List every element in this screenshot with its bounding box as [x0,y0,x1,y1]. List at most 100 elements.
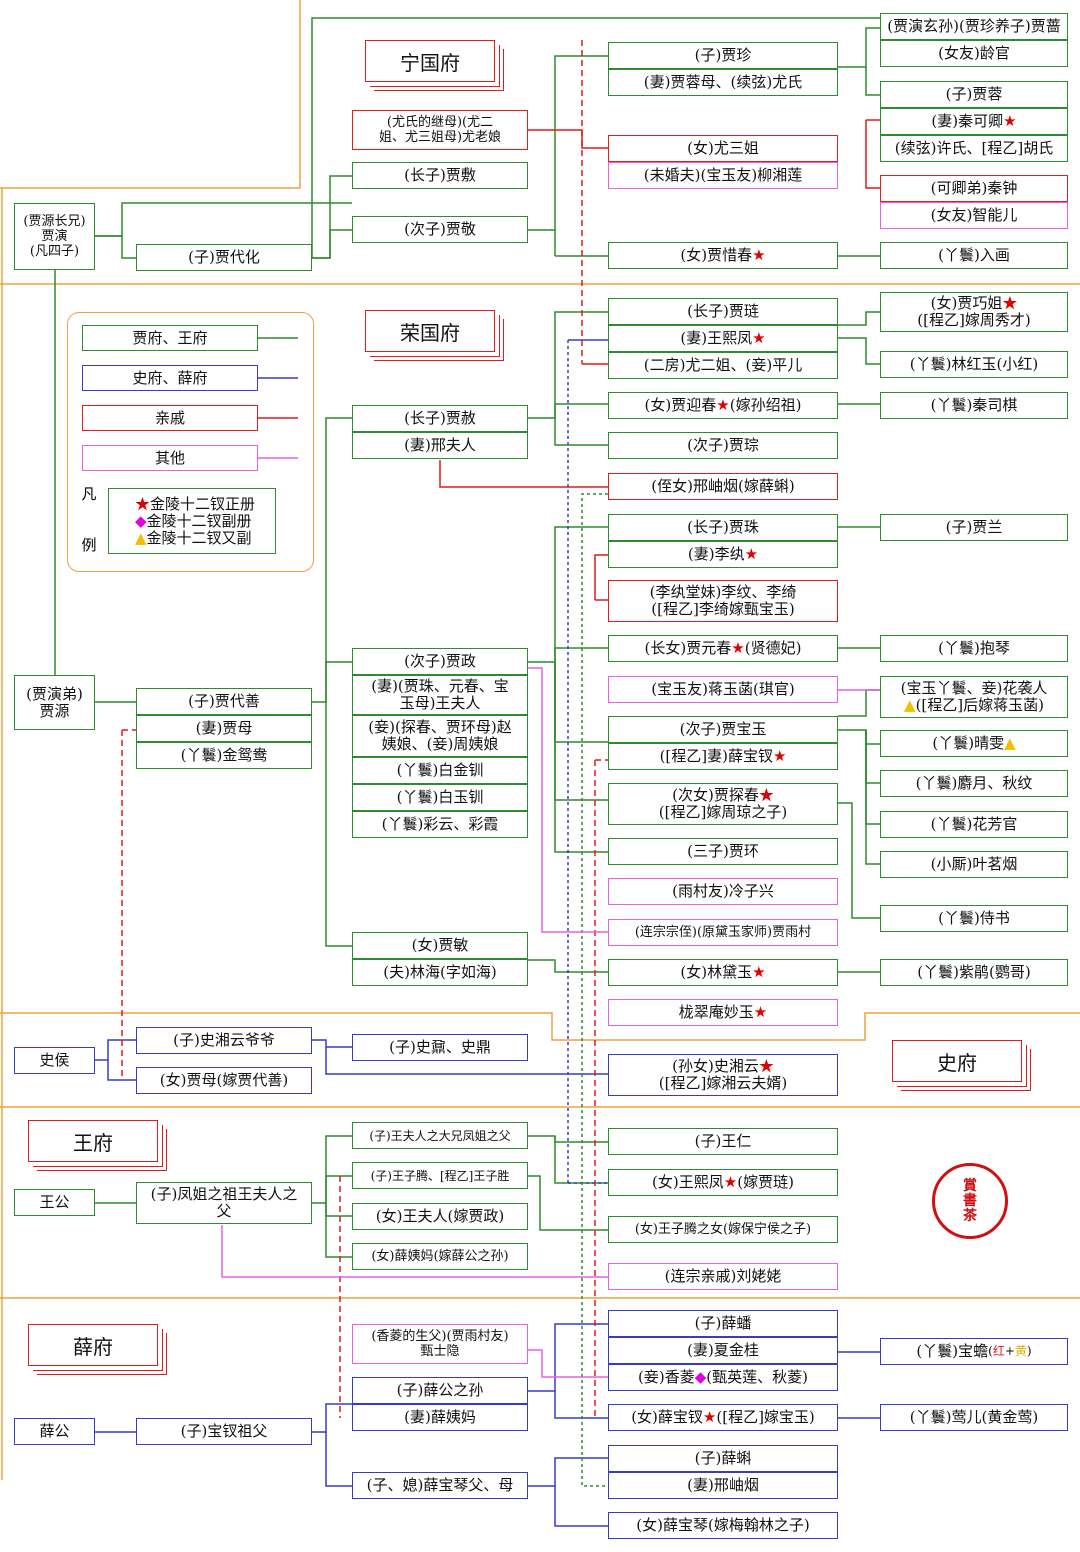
label: (女)贾惜春 [680,246,753,264]
node-shi-hou: 史侯 [14,1047,95,1074]
legend-diamond-row: ◆金陵十二钗副册 [135,511,252,530]
triangle-icon: ▲ [1004,734,1016,752]
node-qiaojie: (女)贾巧姐★([程乙]嫁周秀才) [880,292,1068,332]
node-xiangyun: (孙女)史湘云★([程乙]嫁湘云夫婿) [608,1054,838,1096]
node-jia-qiang: (贾演玄孙)(贾珍养子)贾蔷 [880,13,1068,40]
node-xue-ke: (子)薛蝌 [608,1445,838,1472]
node-wang-ziteng: (子)王子腾、[程乙]王子胜 [352,1162,528,1189]
node-shi-grandpa: (子)史湘云爷爷 [136,1027,312,1054]
node-jia-she: (长子)贾赦 [352,405,528,432]
label: (妻)李纨 [687,545,745,563]
tag-yellow: 黄 [1014,1344,1027,1358]
star-icon: ★ [752,329,766,347]
tanchun-line-1: (次女)贾探春★ [672,787,774,804]
node-jia-lan: (子)贾兰 [880,514,1068,541]
tag-open: ( [988,1344,993,1358]
green-dotted-lines [581,493,608,1487]
seal-stamp: 賞 書 茶 [932,1163,1008,1239]
diamond-icon: ◆ [694,1368,707,1386]
house-title-xue: 薛府 [28,1324,158,1366]
red-lines [121,40,880,1418]
legend-pink: 其他 [82,445,258,471]
house-title-shi: 史府 [892,1040,1022,1082]
node-wang-xifeng: (妻)王熙凤★ [608,325,838,352]
node-jia-daishan: (子)贾代善 [136,688,312,715]
star-icon: ★ [758,1057,774,1075]
label: (女)薛宝钗 [631,1408,703,1426]
node-xue-pan: (子)薛蟠 [608,1310,838,1337]
label: (女)贾迎春 [644,396,717,414]
qiaojie-line-1: (女)贾巧姐★ [931,295,1018,312]
node-wang-furen-2: (女)王夫人(嫁贾政) [352,1203,528,1230]
node-jia-zheng: (次子)贾政 [352,648,528,675]
node-xing-xiuyan-2: (妻)邢岫烟 [608,1472,838,1499]
legend-red: 亲戚 [82,405,258,431]
xiangyun-line-1: (孙女)史湘云★ [672,1058,774,1075]
legend-green: 贾府、王府 [82,325,258,351]
node-baochan: (丫鬟)宝蟾(红+黄) [880,1338,1068,1365]
xiren-line-2: ▲([程乙]后嫁蒋玉菡) [904,697,1044,714]
node-zhao-yiniang: (妾)(探春、贾环母)赵 姨娘、(妾)周姨娘 [352,715,528,757]
label: (长女)贾元春 [644,639,732,657]
node-fengjie-grand: (子)凤姐之祖王夫人之 父 [136,1182,312,1224]
node-xue-yima: (女)薛姨妈(嫁薛公之孙) [352,1243,528,1270]
node-yuanchun: (长女)贾元春★(贤德妃) [608,635,838,662]
node-miaoyu: 栊翠庵妙玉★ [608,999,838,1026]
house-title-rongguo: 荣国府 [365,310,495,352]
node-xue-yima-2: (妻)薛姨妈 [352,1404,528,1431]
node-xue-grandson: (子)薛公之孙 [352,1377,528,1404]
xiren-line-1: (宝玉丫鬟、妾)花袭人 [900,679,1048,697]
node-baoqin-maid: (丫鬟)抱琴 [880,635,1068,662]
node-ruhua: (丫鬟)入画 [880,242,1068,269]
pink-lines [221,667,880,1378]
node-zhen-shiyin: (香菱的生父)(贾雨村友) 甄士隐 [352,1324,528,1364]
node-baoyu: (次子)贾宝玉 [608,716,838,743]
node-liu-xianglian: (未婚夫)(宝玉友)柳湘莲 [608,162,838,189]
tanchun-line-2: ([程乙]嫁周琼之子) [658,803,788,821]
triangle-icon: ▲ [135,528,147,547]
node-jia-mu: (妻)贾母 [136,715,312,742]
star-icon: ★ [753,1003,768,1021]
node-jia-yan: (贾源长兄) 贾演 (凡四子) [14,203,95,270]
node-jiang-yuhan: (宝玉友)蒋玉菡(琪官) [608,676,838,703]
node-jinchuan: (丫鬟)白金钏 [352,757,528,784]
node-yuanyang: (丫鬟)金鸳鸯 [136,742,312,769]
node-fangguan: (丫鬟)花芳官 [880,811,1068,838]
label: (孙女)史湘云 [672,1057,759,1075]
node-wang-elder: (子)王夫人之大兄凤姐之父 [352,1122,528,1149]
node-xue-gong: 薛公 [14,1418,95,1445]
blue-lines [95,339,880,1527]
star-icon: ★ [744,545,759,563]
node-xia-jingui: (妻)夏金桂 [608,1337,838,1364]
star-icon: ★ [723,1173,738,1191]
node-hu-shi: (续弦)许氏、[程乙]胡氏 [880,135,1068,162]
label: (女)林黛玉 [680,963,753,981]
node-jia-huan: (三子)贾环 [608,838,838,865]
label: (丫鬟)晴雯 [932,734,1005,752]
legend-blue: 史府、薛府 [82,365,258,391]
node-pinger: (二房)尤二姐、(妾)平儿 [608,352,838,379]
label: 栊翠庵妙玉 [678,1003,754,1021]
star-icon: ★ [702,1408,717,1426]
node-jia-cong: (次子)贾琮 [608,432,838,459]
node-sheyue: (丫鬟)麝月、秋纹 [880,770,1068,797]
label: ([程乙]妻)薛宝钗 [659,747,773,765]
label-tail: (嫁孙绍祖) [729,396,802,414]
label-tail: (甄英莲、秋菱) [706,1368,808,1386]
node-wang-ren: (子)王仁 [608,1128,838,1155]
triangle-icon: ▲ [904,696,916,714]
star-icon: ★ [752,246,766,264]
label-tail: (贤德妃) [744,639,802,657]
legend-diamond-text: 金陵十二钗副册 [146,511,252,530]
baochan-tag: (红+黄) [988,1343,1031,1360]
star-icon: ★ [731,639,745,657]
label: (丫鬟)宝蟾 [916,1342,989,1360]
node-jia-daihua: (子)贾代化 [136,244,312,271]
legend-lines [258,337,298,459]
node-jia-lian: (长子)贾琏 [608,298,838,325]
node-baochai-wife: ([程乙]妻)薛宝钗★ [608,743,838,770]
node-wang-gong: 王公 [14,1189,95,1216]
node-qin-zhong: (可卿弟)秦钟 [880,175,1068,202]
node-xiren: (宝玉丫鬟、妾)花袭人▲([程乙]后嫁蒋玉菡) [880,676,1068,718]
node-wang-xifeng-2: (女)王熙凤★(嫁贾琏) [608,1169,838,1196]
